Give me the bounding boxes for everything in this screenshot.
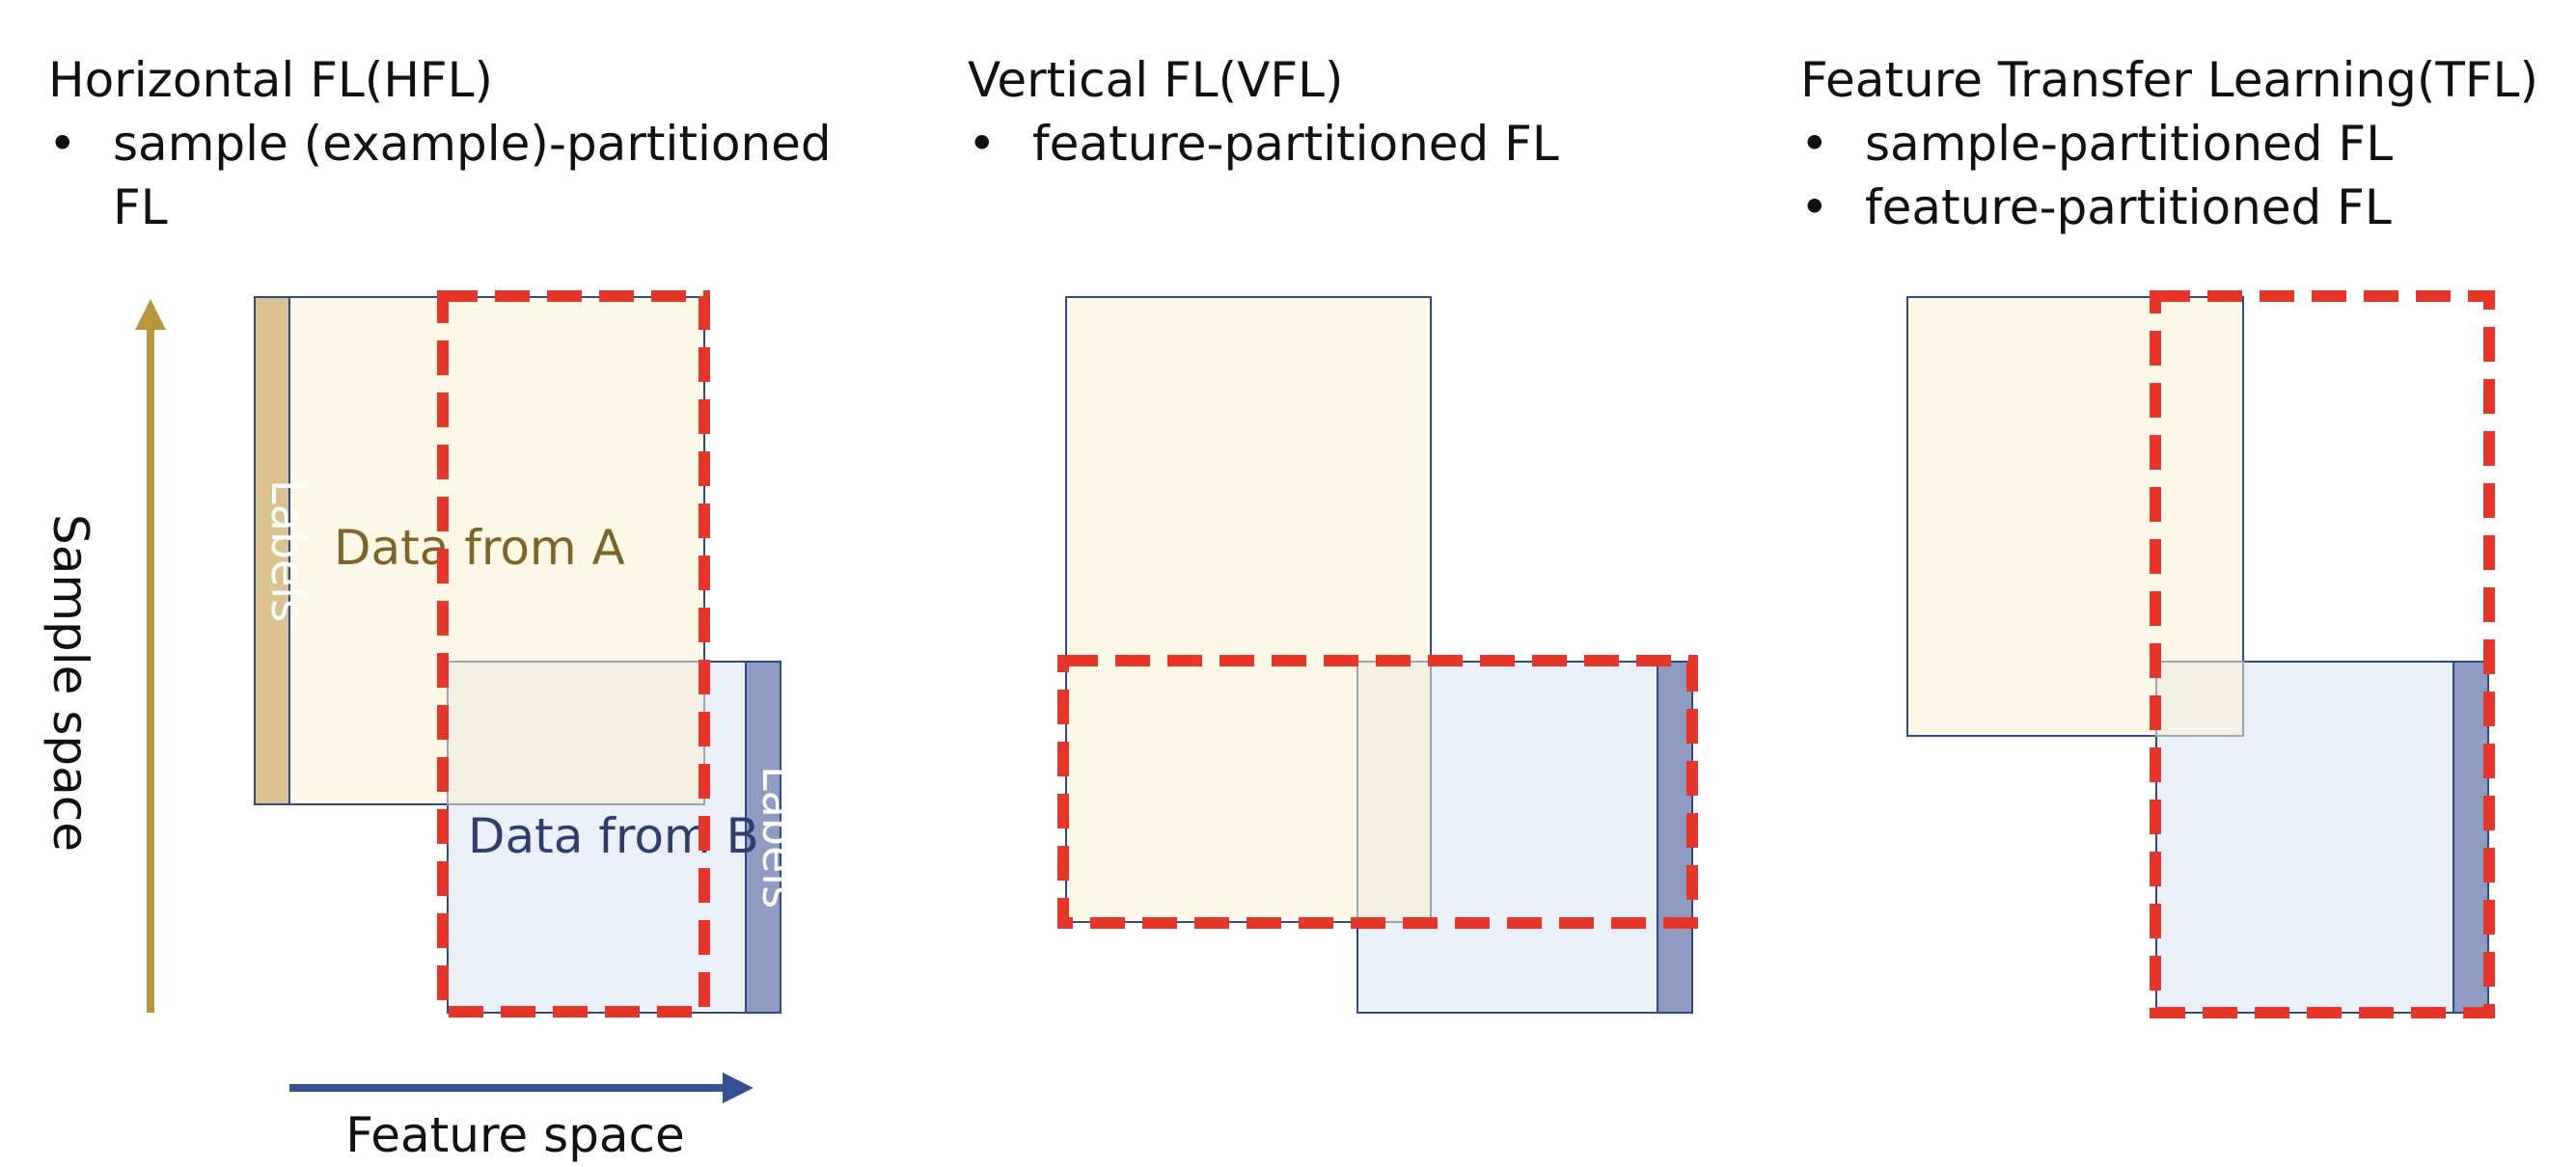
hfl-labels-a-strip <box>254 296 290 805</box>
vfl-panel: Vertical FL(VFL) • feature-partitioned F… <box>968 52 1698 1014</box>
hfl-panel: Horizontal FL(HFL) • sample (example)-pa… <box>42 52 832 1163</box>
tfl-bullet-dot-2: • <box>1800 179 1829 235</box>
vfl-title: Vertical FL(VFL) <box>968 52 1344 108</box>
vfl-overlap-region <box>1357 661 1432 923</box>
tfl-bullet-1: sample-partitioned FL <box>1865 116 2393 172</box>
hfl-title: Horizontal FL(HFL) <box>48 52 493 108</box>
vfl-selection-outline <box>1057 655 1698 929</box>
tfl-labels-b-strip <box>2453 661 2489 1014</box>
tfl-title: Feature Transfer Learning(TFL) <box>1800 52 2538 108</box>
vfl-bullet-1: feature-partitioned FL <box>1032 116 1559 172</box>
tfl-bullet-2: feature-partitioned FL <box>1865 179 2392 235</box>
tfl-selection-outline <box>2150 290 2495 1018</box>
hfl-data-a-label: Data from A <box>334 520 625 576</box>
vfl-bullet-dot: • <box>968 116 997 172</box>
hfl-bullet-2: FL <box>113 179 168 235</box>
hfl-bullet-1: sample (example)-partitioned <box>113 116 832 172</box>
feature-space-label: Feature space <box>345 1107 685 1163</box>
hfl-labels-b-text: Labels <box>753 766 805 909</box>
hfl-bullet-dot: • <box>48 116 77 172</box>
tfl-bullet-dot-1: • <box>1800 116 1829 172</box>
sample-space-label: Sample space <box>42 514 98 852</box>
tfl-overlap-region <box>2155 661 2244 737</box>
hfl-labels-a-text: Labels <box>261 479 314 622</box>
hfl-labels-b-strip <box>745 661 781 1014</box>
tfl-panel: Feature Transfer Learning(TFL) • sample-… <box>1800 52 2538 1018</box>
hfl-overlap-region <box>447 661 705 805</box>
hfl-selection-outline <box>437 290 710 1018</box>
hfl-data-b-label: Data from B <box>468 808 759 864</box>
